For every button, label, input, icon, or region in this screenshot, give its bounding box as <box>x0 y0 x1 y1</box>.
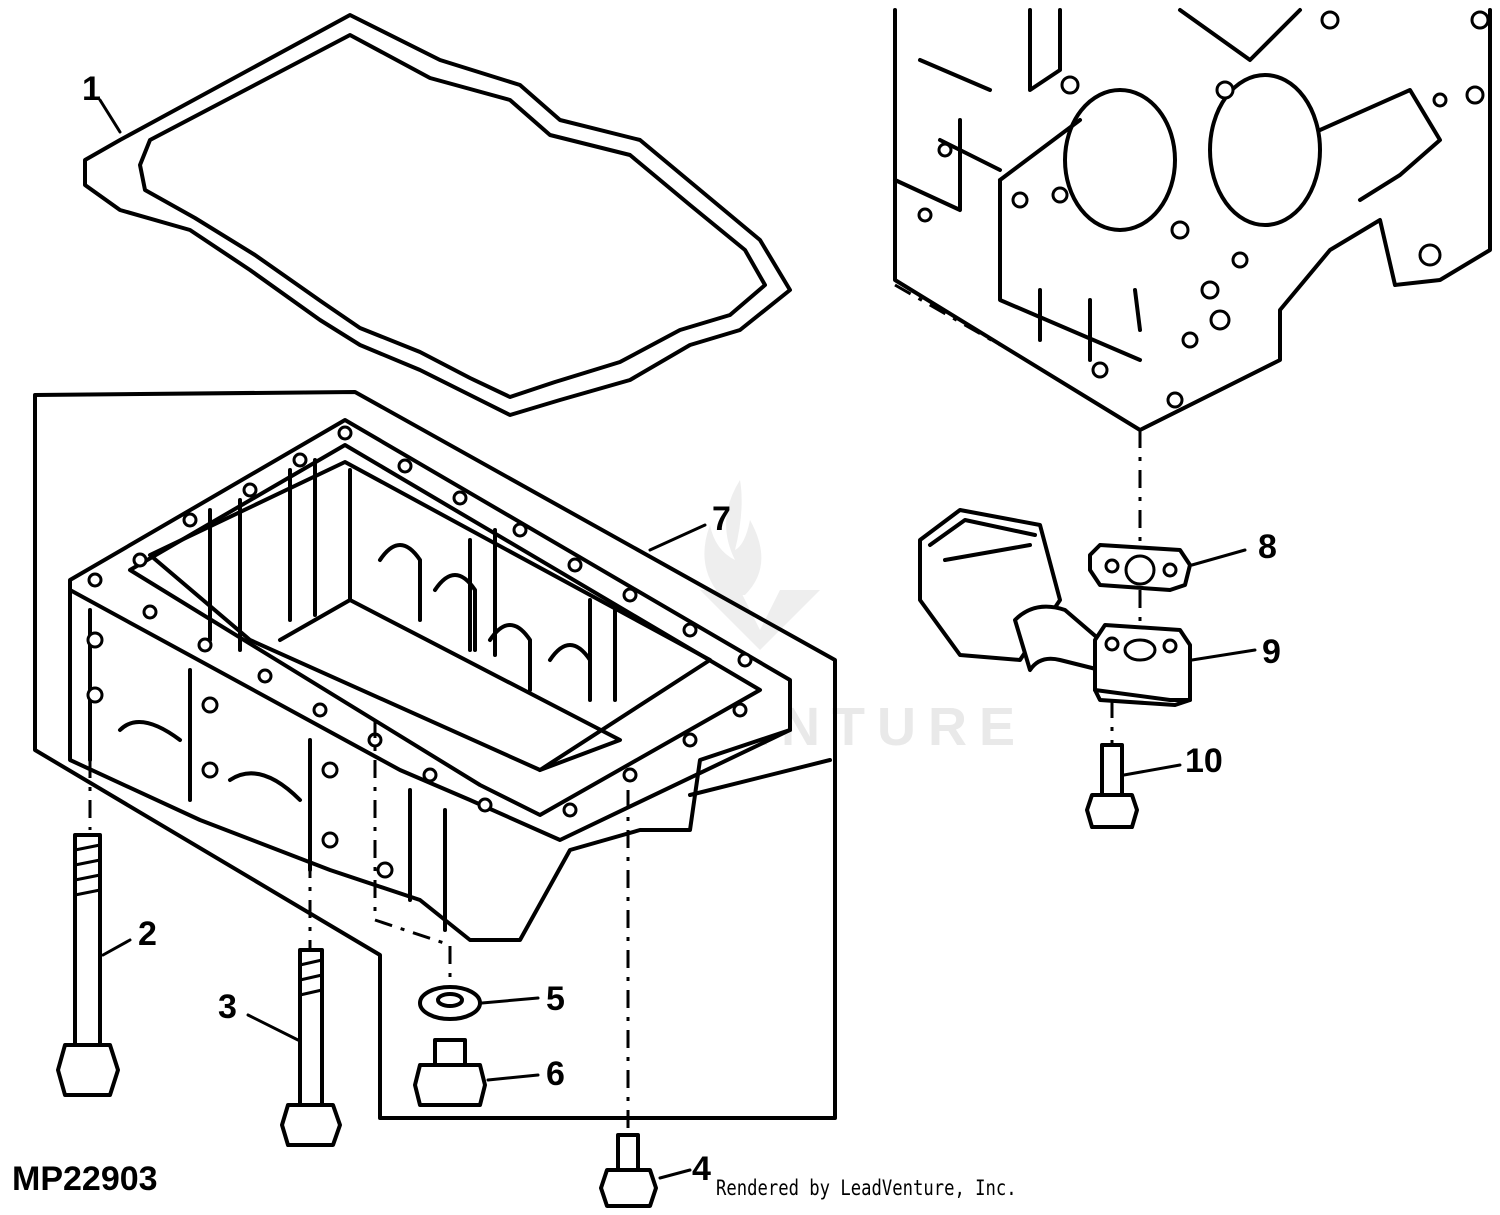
oil-pan-gasket <box>83 13 792 417</box>
callout-6: 6 <box>546 1055 565 1093</box>
footer-credit: Rendered by LeadVenture, Inc. <box>716 1176 1017 1200</box>
callout-4: 4 <box>692 1150 711 1188</box>
bolt-3 <box>246 948 342 1147</box>
bolt-2 <box>56 833 132 1097</box>
callout-7: 7 <box>712 500 731 538</box>
pickup-gasket-8 <box>1088 543 1247 592</box>
bolt-4 <box>599 1133 692 1208</box>
callout-10: 10 <box>1185 742 1223 780</box>
callouts: 1 2 3 4 5 6 7 8 9 10 <box>82 70 1281 1188</box>
engine-block <box>893 8 1492 432</box>
callout-2: 2 <box>138 915 157 953</box>
callout-1: 1 <box>82 70 101 108</box>
callout-9: 9 <box>1262 633 1281 671</box>
assembly-bracket <box>33 390 837 1120</box>
oil-pickup-tube <box>918 508 1102 672</box>
callout-5: 5 <box>546 980 565 1018</box>
callout-3: 3 <box>218 988 237 1026</box>
oil-pan <box>68 418 792 942</box>
washer-5 <box>418 985 540 1021</box>
callout-8: 8 <box>1258 528 1277 566</box>
bolt-10 <box>1085 743 1182 829</box>
drain-plug-6 <box>413 1038 540 1107</box>
figure-id: MP22903 <box>12 1160 158 1198</box>
pickup-flange-9 <box>1093 623 1257 707</box>
